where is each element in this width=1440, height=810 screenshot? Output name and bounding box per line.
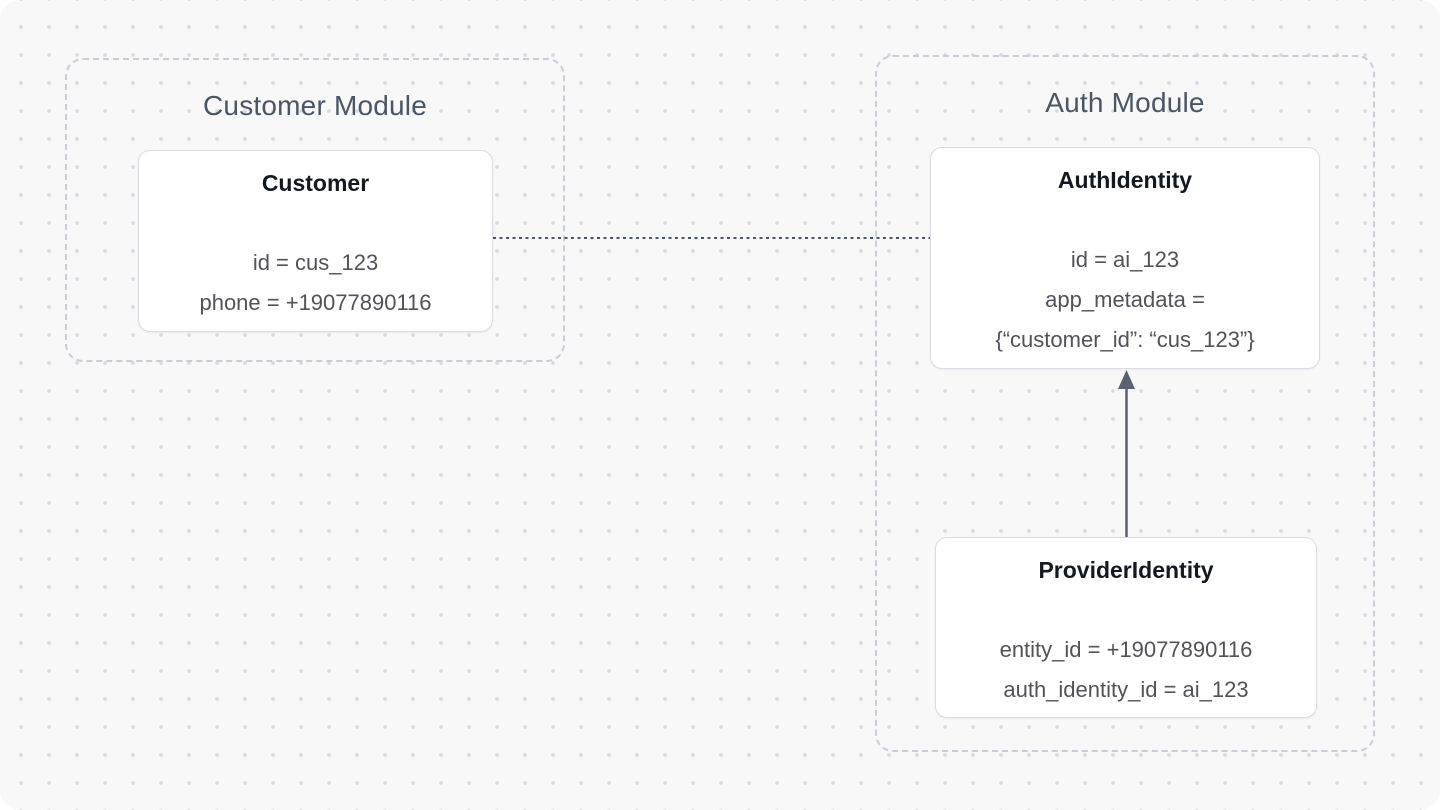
- provider-identity-field-auth-identity-id: auth_identity_id = ai_123: [1003, 677, 1249, 702]
- provider-identity-field-entity-id: entity_id = +19077890116: [999, 637, 1253, 662]
- auth-identity-field-app-metadata: app_metadata =: [1045, 287, 1205, 312]
- auth-identity-card-fields: id = ai_123 app_metadata = {“customer_id…: [931, 240, 1319, 360]
- customer-field-id: id = cus_123: [252, 250, 379, 275]
- customer-module-group: Customer Module: [65, 58, 565, 362]
- auth-identity-entity-card: AuthIdentity id = ai_123 app_metadata = …: [930, 147, 1320, 369]
- auth-identity-card-title: AuthIdentity: [1057, 167, 1193, 193]
- provider-identity-entity-card: ProviderIdentity entity_id = +1907789011…: [935, 537, 1317, 718]
- customer-card-fields: id = cus_123 phone = +19077890116: [139, 243, 492, 323]
- customer-module-title: Customer Module: [203, 90, 427, 121]
- auth-identity-field-app-metadata-value: {“customer_id”: “cus_123”}: [995, 327, 1255, 352]
- provider-identity-card-fields: entity_id = +19077890116 auth_identity_i…: [936, 630, 1316, 710]
- customer-entity-card: Customer id = cus_123 phone = +190778901…: [138, 150, 493, 332]
- auth-module-title: Auth Module: [1045, 87, 1205, 118]
- provider-identity-card-title: ProviderIdentity: [1038, 557, 1214, 583]
- customer-card-title: Customer: [261, 170, 370, 196]
- customer-field-phone: phone = +19077890116: [199, 290, 432, 315]
- auth-module-group: Auth Module: [875, 55, 1375, 752]
- auth-identity-field-id: id = ai_123: [1070, 247, 1180, 272]
